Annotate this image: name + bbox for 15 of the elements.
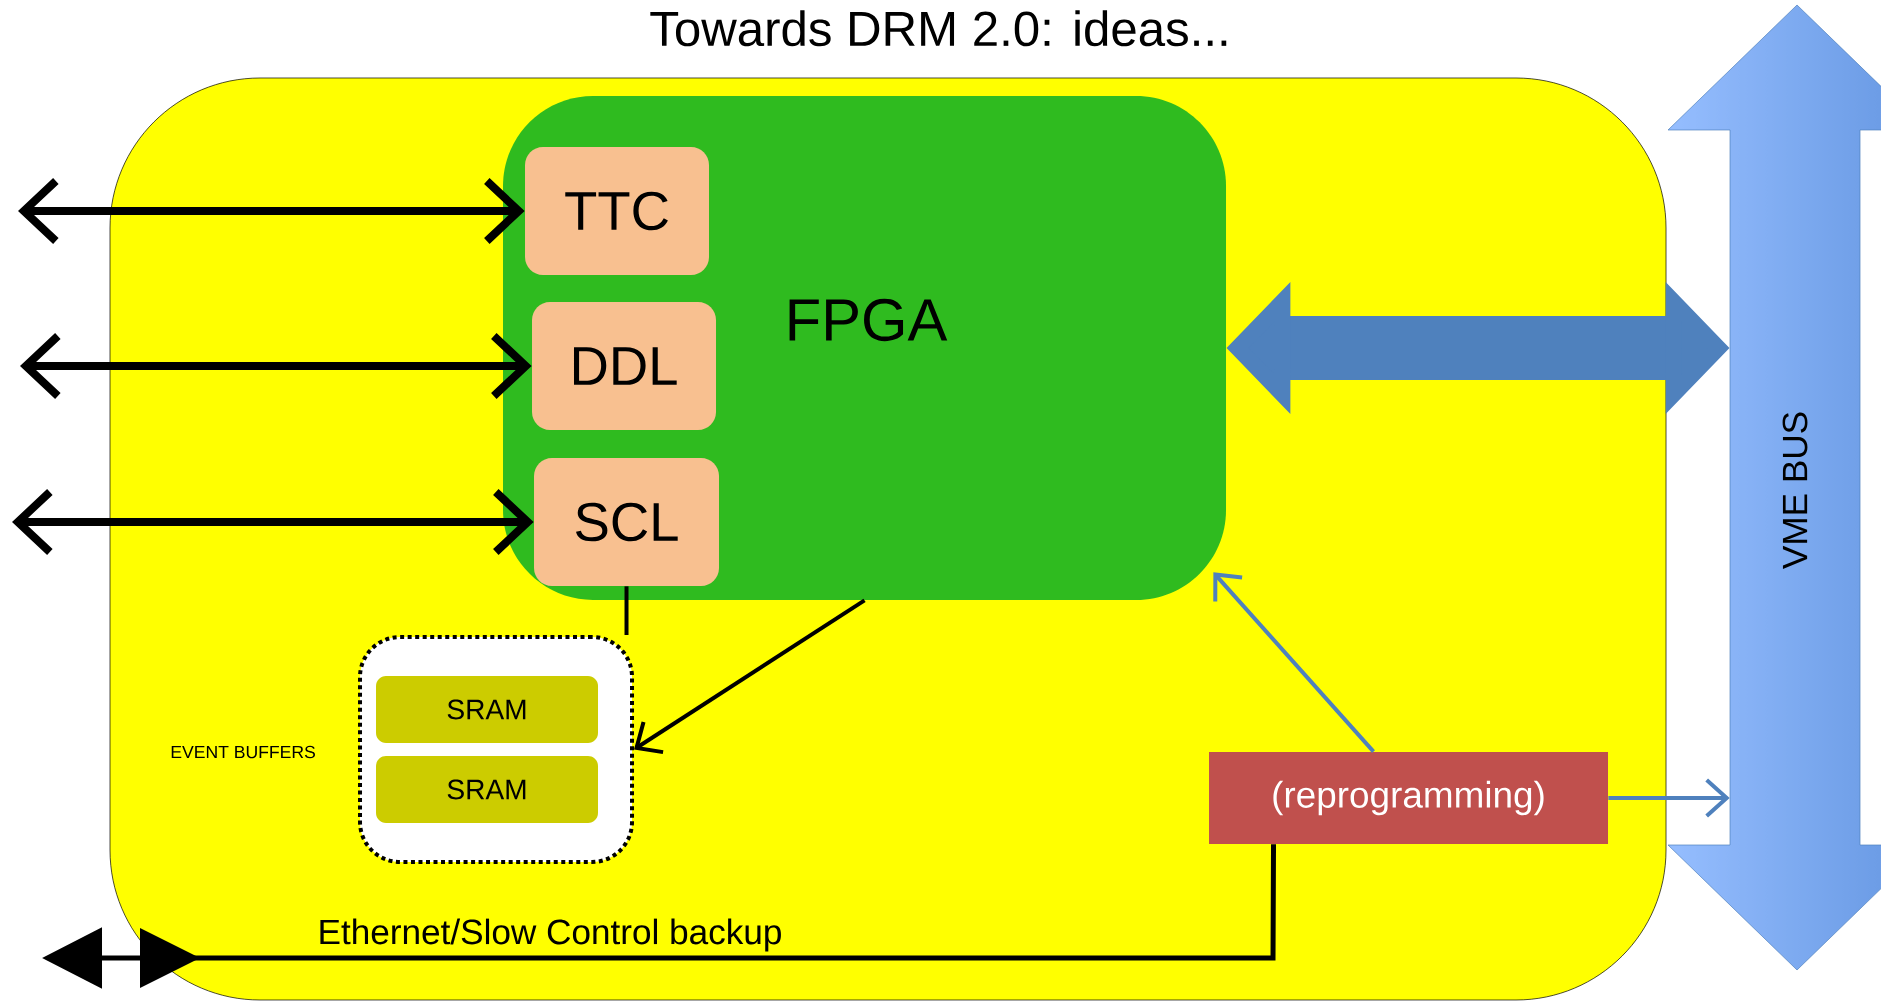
arrow [20,333,532,399]
interface-box: DDL [532,302,716,430]
memory-box: SRAM [376,676,598,743]
arrow [1213,572,1375,753]
arrow [18,178,525,244]
interface-box: TTC [525,147,709,275]
interface-box: SCL [534,458,719,586]
arrow [12,489,534,555]
edge-label: Ethernet/Slow Control backup [315,916,785,954]
processor-box: (reprogramming) [1209,752,1608,844]
arrow [1608,778,1730,818]
side-label: EVENT BUFFERS [171,745,315,759]
arrow [634,598,866,755]
title: Towards DRM 2.0: ideas... [650,10,1227,47]
memory-box: SRAM [376,756,598,823]
